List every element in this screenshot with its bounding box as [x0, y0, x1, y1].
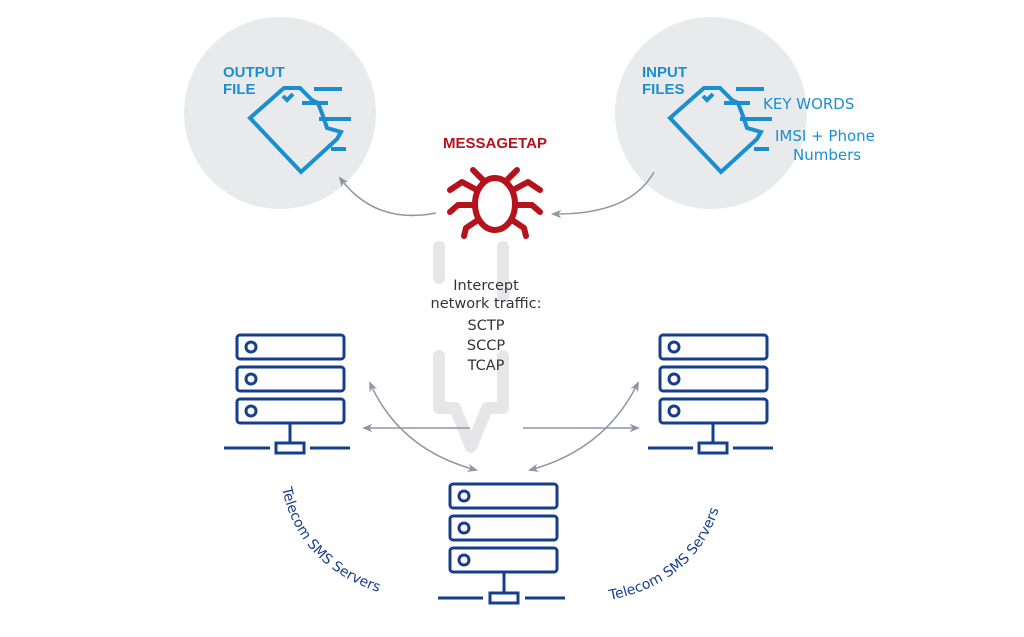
bug-icon	[447, 167, 543, 239]
input-files-label-1: INPUT	[642, 64, 687, 81]
server-icon-right	[648, 333, 773, 455]
protocol-sctp: SCTP	[468, 318, 505, 334]
output-file-circle	[184, 17, 376, 209]
output-file-label-2: FILE	[223, 81, 256, 98]
server-icon-left	[224, 333, 350, 455]
output-file-label-1: OUTPUT	[223, 64, 285, 81]
network-arrows	[361, 381, 641, 472]
intercept-line-1: Intercept	[453, 278, 519, 294]
input-files-circle	[615, 17, 807, 209]
arrow-to-output	[338, 176, 437, 217]
input-files-icon	[667, 86, 772, 175]
servers-label-left: Telecom SMS Servers	[278, 484, 383, 595]
malware-name: MESSAGETAP	[443, 135, 547, 152]
server-icon-center	[438, 482, 565, 605]
output-file-icon	[247, 86, 351, 175]
protocol-sccp: SCCP	[467, 338, 505, 354]
input-item-keywords: KEY WORDS	[763, 95, 854, 113]
input-item-imsi: IMSI + Phone	[775, 127, 875, 145]
input-files-label-2: FILES	[642, 81, 685, 98]
servers-label-right: Telecom SMS Servers	[607, 505, 723, 604]
input-item-numbers: Numbers	[793, 146, 861, 164]
protocol-tcap: TCAP	[467, 358, 505, 374]
intercept-line-2: network traffic:	[431, 296, 542, 312]
arrow-from-input	[550, 171, 655, 219]
